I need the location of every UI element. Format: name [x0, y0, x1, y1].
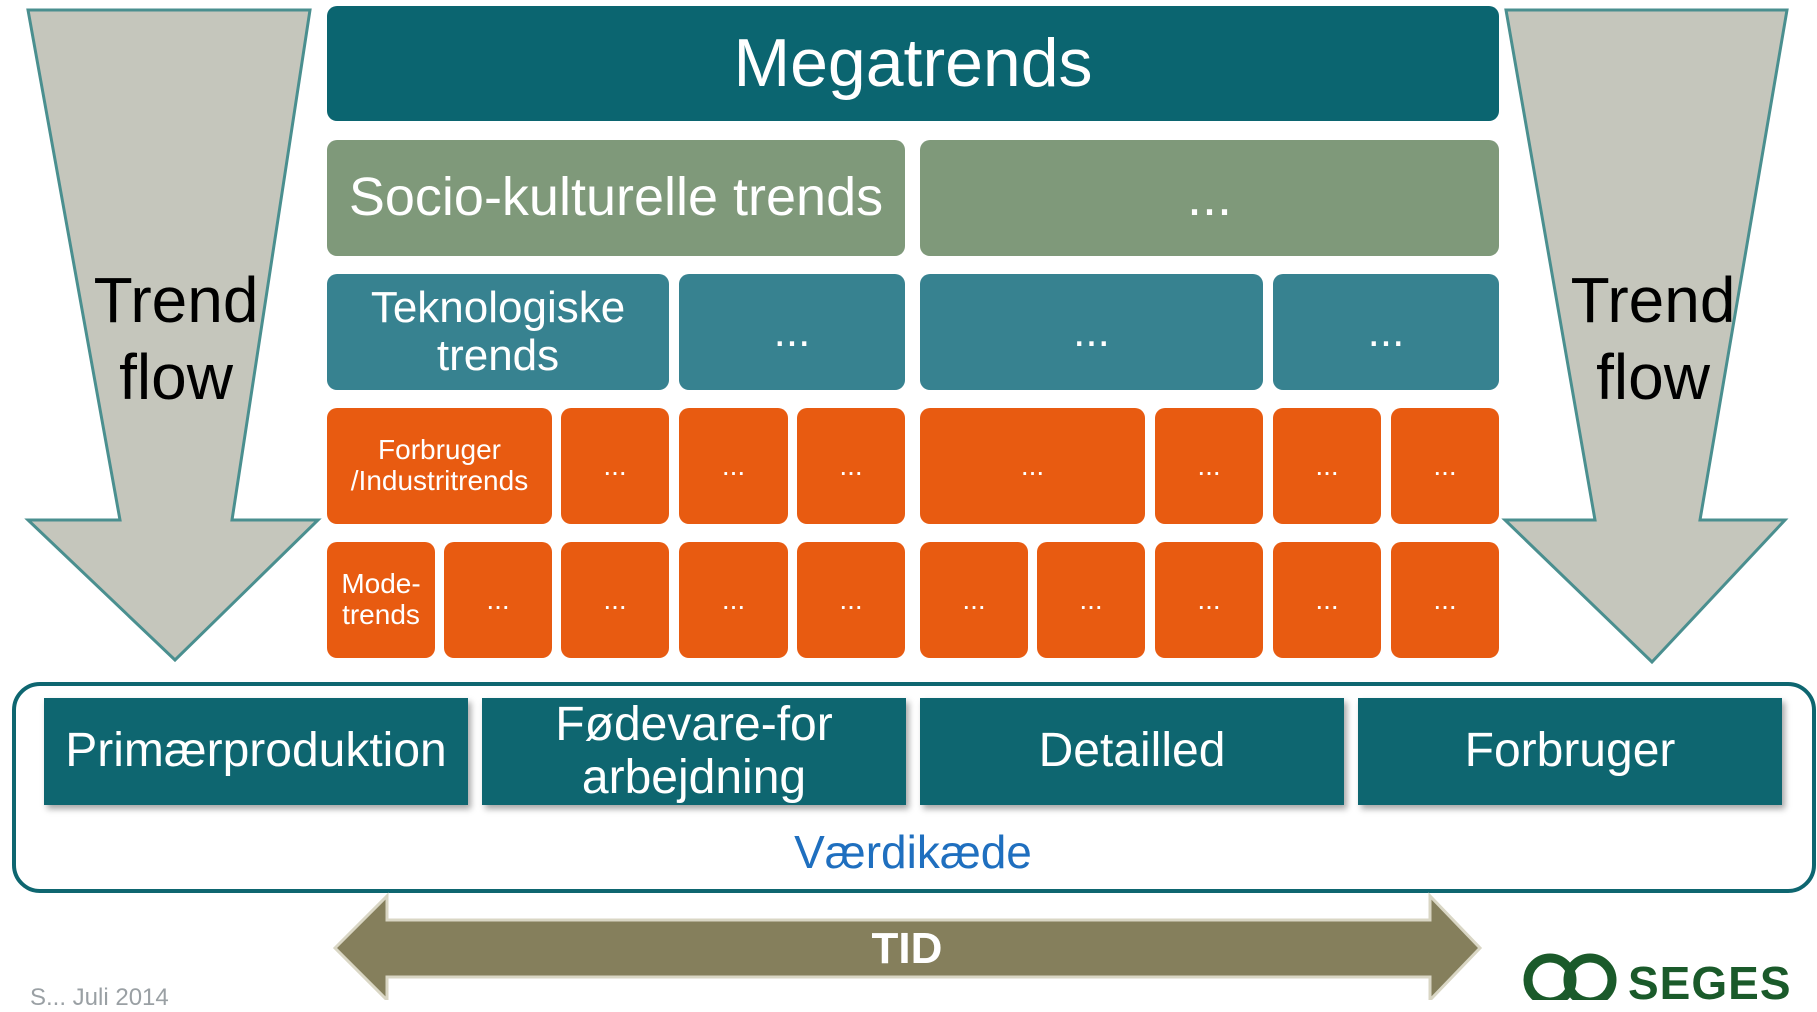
- mode-other-box: ...: [444, 542, 552, 658]
- value-chain-stage-primary-production: Primærproduktion: [44, 698, 468, 805]
- footer-date: S... Juli 2014: [30, 984, 169, 1011]
- tech-other-box: ...: [679, 274, 905, 390]
- value-chain-stage-retail: Detailled: [920, 698, 1344, 805]
- mode-other-box: ...: [797, 542, 905, 658]
- consumer-other-box: ...: [1155, 408, 1263, 524]
- trend-flow-label-right: Trend flow: [1570, 264, 1736, 413]
- consumer-industry-trends-box: Forbruger /Industritrends: [327, 408, 552, 524]
- mode-other-box: ...: [1273, 542, 1381, 658]
- mode-other-box: ...: [561, 542, 669, 658]
- consumer-other-box: ...: [920, 408, 1145, 524]
- mode-other-box: ...: [679, 542, 788, 658]
- consumer-other-box: ...: [797, 408, 905, 524]
- tech-trends-box: Teknologiske trends: [327, 274, 669, 390]
- consumer-other-box: ...: [679, 408, 788, 524]
- value-chain-label: Værdikæde: [794, 826, 1032, 878]
- seges-logo-text: SEGES: [1628, 957, 1792, 1009]
- time-arrow: [332, 892, 1483, 1000]
- time-arrow-label: TID: [871, 924, 943, 973]
- mode-other-box: ...: [1037, 542, 1145, 658]
- mode-other-box: ...: [920, 542, 1028, 658]
- mode-trends-box: Mode- trends: [327, 542, 435, 658]
- value-chain-stage-food-processing: Fødevare-forarbejdning: [482, 698, 906, 805]
- tech-other-box: ...: [920, 274, 1263, 390]
- trend-flow-arrow-right: [1501, 8, 1789, 665]
- consumer-other-box: ...: [561, 408, 669, 524]
- trend-flow-arrow-left: [24, 8, 322, 663]
- seges-logo-mark: [1523, 953, 1617, 1000]
- mode-other-box: ...: [1391, 542, 1499, 658]
- mode-other-box: ...: [1155, 542, 1263, 658]
- trend-flow-label-left: Trend flow: [93, 264, 259, 413]
- socio-other-box: ...: [920, 140, 1499, 256]
- socio-cultural-trends-box: Socio-kulturelle trends: [327, 140, 905, 256]
- consumer-other-box: ...: [1273, 408, 1381, 524]
- value-chain-stage-consumer: Forbruger: [1358, 698, 1782, 805]
- tech-other-box: ...: [1273, 274, 1499, 390]
- consumer-other-box: ...: [1391, 408, 1499, 524]
- megatrends-box: Megatrends: [327, 6, 1499, 121]
